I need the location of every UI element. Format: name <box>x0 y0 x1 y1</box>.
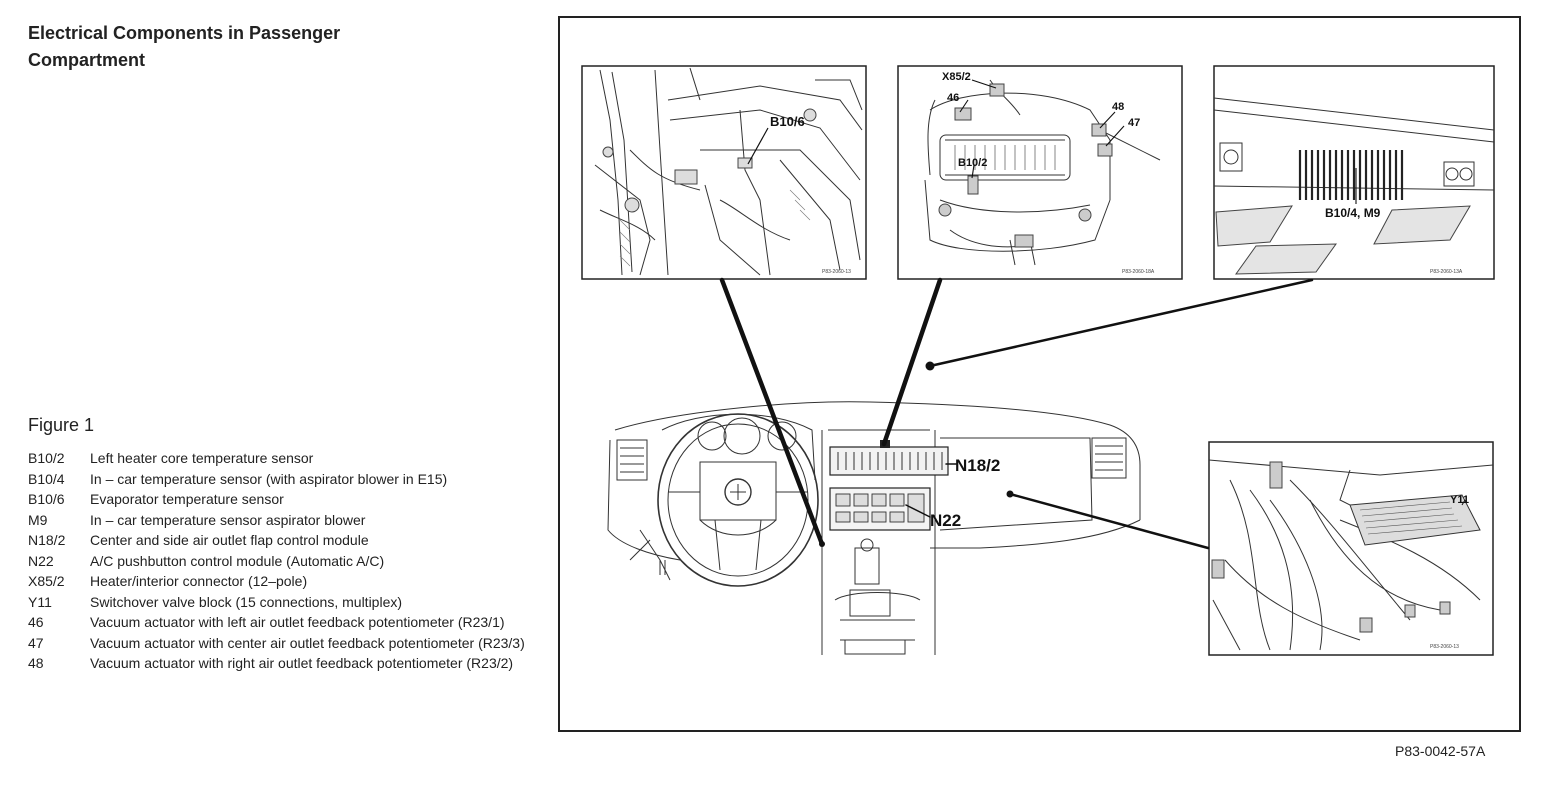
inset-panel-valve-block: Y11 P83-2060-13 <box>1208 441 1494 656</box>
legend-desc: In – car temperature sensor (with aspira… <box>90 470 448 487</box>
callout-b10-2: B10/2 <box>958 157 987 169</box>
legend-row: M9 In – car temperature sensor aspirator … <box>28 510 538 531</box>
legend-code: B10/2 <box>28 450 65 466</box>
legend-desc: Vacuum actuator with left air outlet fee… <box>90 614 505 630</box>
inset-panel-evaporator: B10/6 P83-2060-13 <box>581 65 867 280</box>
legend-code: M9 <box>28 511 48 528</box>
panel-code: P83-2060-18A <box>1122 269 1155 275</box>
legend-code: B10/4 <box>28 470 65 487</box>
callout-b10-6: B10/6 <box>770 114 805 129</box>
inset-panel-heater-box: X85/2 46 48 47 B10/2 P83-2060-18A <box>897 65 1183 280</box>
callout-y11: Y11 <box>1450 494 1469 506</box>
legend-code: B10/6 <box>28 491 65 507</box>
leader-lines <box>719 277 1314 550</box>
panel-code: P83-2060-13 <box>1430 644 1459 650</box>
legend-row: 47 Vacuum actuator with center air outlet… <box>28 633 538 654</box>
legend-row: B10/2 Left heater core temperature sensor <box>28 448 538 469</box>
legend-row: N18/2 Center and side air outlet flap con… <box>28 530 538 551</box>
legend-desc: Left heater core temperature sensor <box>90 450 314 466</box>
figure-reference: P83-0042-57A <box>1395 743 1486 759</box>
legend-row: B10/4 In – car temperature sensor (with a… <box>28 469 538 490</box>
legend-row: 48 Vacuum actuator with right air outlet … <box>28 653 538 674</box>
n18-2-module <box>829 440 949 476</box>
legend-code: 46 <box>28 614 44 630</box>
legend-code: N18/2 <box>28 532 66 548</box>
legend-desc: Heater/interior connector (12–pole) <box>90 573 308 589</box>
inset-panel-dash-top: B10/4, M9 P83-2060-13A <box>1213 65 1495 280</box>
legend-code: N22 <box>28 552 54 569</box>
legend-desc: Switchover valve block (15 connections, … <box>90 593 403 610</box>
legend-row: Y11 Switchover valve block (15 connection… <box>28 592 538 613</box>
callout-x85-2: X85/2 <box>942 71 971 83</box>
callout-47: 47 <box>1128 117 1140 129</box>
callout-48: 48 <box>1112 101 1124 113</box>
legend-row: B10/6 Evaporator temperature sensor <box>28 489 538 510</box>
legend-code: Y11 <box>28 593 52 610</box>
legend-code: 47 <box>28 634 44 651</box>
panel-code: P83-2060-13 <box>822 269 851 275</box>
legend-code: X85/2 <box>28 573 65 589</box>
callout-n18-2: N18/2 <box>955 456 1000 475</box>
legend-row: X85/2 Heater/interior connector (12–pole) <box>28 571 538 592</box>
figure-label: Figure 1 <box>28 415 95 435</box>
callout-46: 46 <box>947 92 959 104</box>
legend-desc: A/C pushbutton control module (Automatic… <box>90 552 385 569</box>
legend-row: N22 A/C pushbutton control module (Automa… <box>28 551 538 572</box>
legend-row: 46 Vacuum actuator with left air outlet f… <box>28 612 538 633</box>
leader-dots <box>819 361 1014 547</box>
callout-n22: N22 <box>930 511 961 530</box>
legend-desc: Center and side air outlet flap control … <box>90 532 369 548</box>
legend-desc: Vacuum actuator with right air outlet fe… <box>90 655 514 671</box>
legend-desc: In – car temperature sensor aspirator bl… <box>90 511 366 528</box>
legend-desc: Evaporator temperature sensor <box>90 491 284 507</box>
callout-b10-4-m9: B10/4, M9 <box>1325 206 1381 220</box>
legend-desc: Vacuum actuator with center air outlet f… <box>90 634 525 651</box>
panel-code: P83-2060-13A <box>1430 269 1463 275</box>
page-title: Electrical Components in Passenger Compa… <box>28 23 341 70</box>
diagram-frame <box>558 16 1521 732</box>
legend-code: 48 <box>28 655 44 671</box>
legend: B10/2 Left heater core temperature sensor… <box>28 448 538 674</box>
